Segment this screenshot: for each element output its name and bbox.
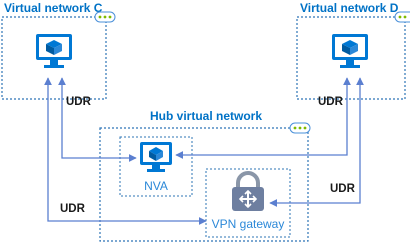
vnet-badge-icon: [394, 11, 410, 23]
route-d-gateway: [269, 77, 364, 207]
udr-label: UDR: [60, 203, 86, 215]
udr-label: UDR: [330, 183, 356, 195]
virtual-machine-icon: [140, 142, 172, 172]
vnet-badge-icon: [289, 122, 311, 134]
vnet-badge-icon: [94, 11, 116, 23]
route-c-gateway: [44, 77, 207, 225]
route-c-nva: [58, 77, 137, 162]
vpn-gateway-label: VPN gateway: [212, 217, 285, 231]
vnet-hub-title: Hub virtual network: [150, 109, 262, 123]
vpn-gateway-icon: [232, 171, 264, 211]
nva-label: NVA: [144, 179, 168, 193]
udr-label: UDR: [318, 96, 344, 108]
vnet-d-title: Virtual network D: [300, 1, 399, 15]
udr-label: UDR: [66, 96, 92, 108]
routes: [44, 77, 364, 225]
vnet-c-title: Virtual network C: [4, 1, 103, 15]
virtual-machine-icon: [332, 34, 368, 68]
virtual-machine-icon: [36, 34, 72, 68]
